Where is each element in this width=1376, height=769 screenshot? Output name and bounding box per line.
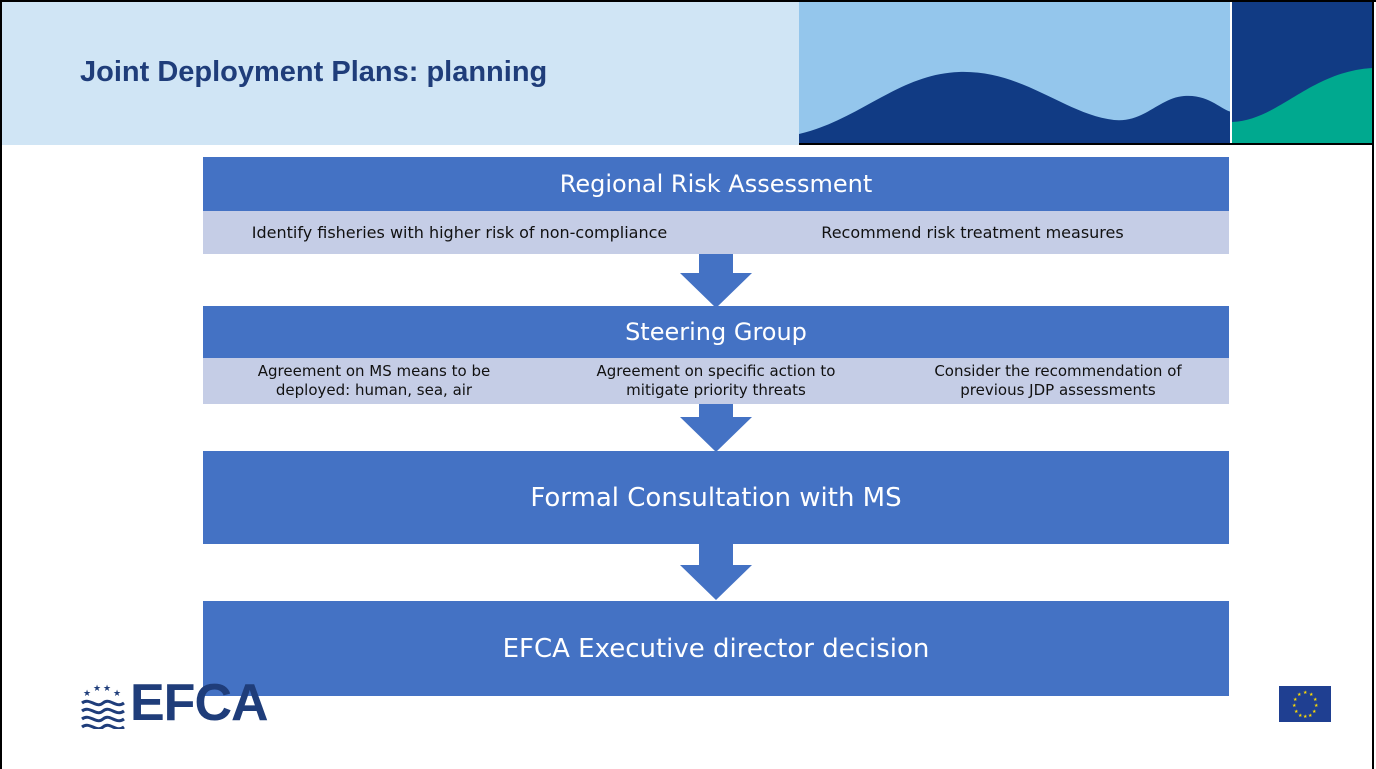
step2-item-ms-means: Agreement on MS means to be deployed: hu… (203, 358, 545, 404)
arrow-down-icon (680, 404, 752, 452)
svg-text:★: ★ (1293, 697, 1298, 703)
arrow-down-icon (680, 544, 752, 600)
svg-text:★: ★ (1308, 713, 1313, 719)
executive-director-decision-box: EFCA Executive director decision (203, 601, 1229, 696)
svg-text:★: ★ (93, 684, 101, 694)
step-title: Regional Risk Assessment (559, 170, 873, 198)
svg-text:★: ★ (1309, 692, 1314, 698)
header-band: Joint Deployment Plans: planning (2, 2, 1372, 145)
svg-text:★: ★ (103, 684, 111, 694)
step-title: Formal Consultation with MS (530, 482, 902, 513)
frame-left (0, 0, 2, 769)
efca-logo: ★ ★ ★ ★ EFCA (80, 674, 269, 732)
arrow-down-icon (680, 254, 752, 308)
step-title: EFCA Executive director decision (502, 633, 930, 664)
eu-flag-icon: ★ ★ ★ ★ ★ ★ ★ ★ ★ ★ ★ ★ (1279, 686, 1331, 722)
svg-text:★: ★ (1292, 703, 1297, 709)
step1-item-recommend-measures: Recommend risk treatment measures (716, 211, 1229, 254)
step2-item-previous-jdp: Consider the recommendation of previous … (887, 358, 1229, 404)
svg-text:★: ★ (1303, 714, 1308, 720)
waves-stars-icon: ★ ★ ★ ★ (81, 684, 125, 729)
svg-text:★: ★ (1294, 709, 1299, 715)
step1-item-identify-fisheries: Identify fisheries with higher risk of n… (203, 211, 716, 254)
svg-text:★: ★ (1297, 692, 1302, 698)
logo-text: EFCA (130, 674, 269, 732)
step-title: Steering Group (625, 318, 807, 346)
svg-text:★: ★ (1312, 709, 1317, 715)
wave-decoration (799, 2, 1372, 145)
svg-text:★: ★ (113, 689, 121, 699)
svg-text:★: ★ (1313, 697, 1318, 703)
svg-text:★: ★ (1303, 690, 1308, 696)
frame-top (0, 0, 1376, 2)
svg-text:★: ★ (1298, 713, 1303, 719)
svg-text:★: ★ (83, 689, 91, 699)
formal-consultation-box: Formal Consultation with MS (203, 451, 1229, 544)
svg-text:★: ★ (1314, 703, 1319, 709)
frame-right (1372, 0, 1374, 769)
slide-title: Joint Deployment Plans: planning (80, 56, 548, 88)
steering-group-box: Steering Group (203, 306, 1229, 358)
step2-item-specific-action: Agreement on specific action to mitigate… (545, 358, 887, 404)
regional-risk-assessment-box: Regional Risk Assessment (203, 157, 1229, 211)
